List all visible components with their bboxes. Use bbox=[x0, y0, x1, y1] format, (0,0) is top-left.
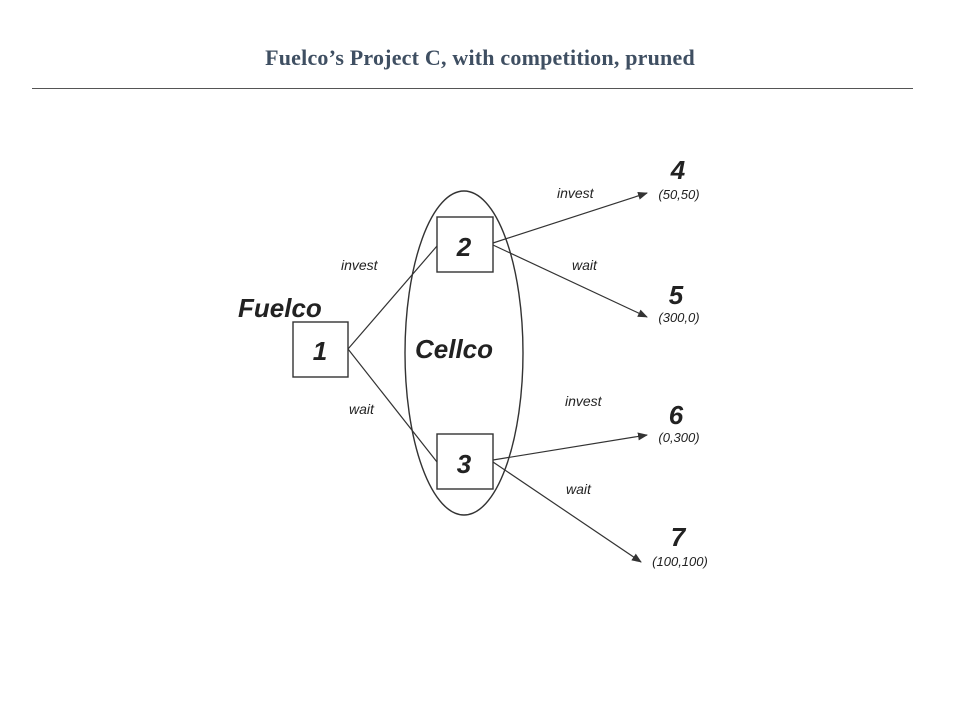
player-label-cellco: Cellco bbox=[415, 334, 493, 364]
node-2-label: 2 bbox=[456, 232, 472, 262]
edge-3-wait bbox=[492, 461, 642, 563]
edge-1-invest bbox=[347, 245, 438, 350]
edge-2-wait bbox=[492, 244, 648, 318]
node-1-label: 1 bbox=[313, 336, 327, 366]
edge-2-invest bbox=[492, 191, 648, 244]
terminal-4-label: 4 bbox=[670, 155, 686, 185]
edge-3-invest bbox=[492, 432, 648, 461]
edge-label-1-wait: wait bbox=[349, 401, 375, 417]
cellco-information-set bbox=[404, 190, 524, 516]
decision-node-1 bbox=[292, 321, 349, 378]
terminal-6-payoff: (0,300) bbox=[658, 430, 699, 445]
terminal-5-label: 5 bbox=[669, 280, 684, 310]
terminal-6-label: 6 bbox=[669, 400, 684, 430]
terminal-5-payoff: (300,0) bbox=[658, 310, 699, 325]
decision-node-3 bbox=[436, 433, 494, 490]
terminal-7-payoff: (100,100) bbox=[652, 554, 708, 569]
node-3-label: 3 bbox=[457, 449, 472, 479]
slide-title: Fuelco’s Project C, with competition, pr… bbox=[265, 45, 695, 70]
edge-label-3-invest: invest bbox=[565, 393, 603, 409]
terminal-4-payoff: (50,50) bbox=[658, 187, 699, 202]
player-label-fuelco: Fuelco bbox=[238, 293, 322, 323]
edge-1-wait bbox=[347, 348, 438, 463]
edge-label-2-wait: wait bbox=[572, 257, 598, 273]
edge-label-1-invest: invest bbox=[341, 257, 379, 273]
edge-label-2-invest: invest bbox=[557, 185, 595, 201]
decision-node-2 bbox=[436, 216, 494, 273]
edge-label-3-wait: wait bbox=[566, 481, 592, 497]
terminal-7-label: 7 bbox=[671, 522, 687, 552]
title-divider bbox=[32, 88, 913, 89]
